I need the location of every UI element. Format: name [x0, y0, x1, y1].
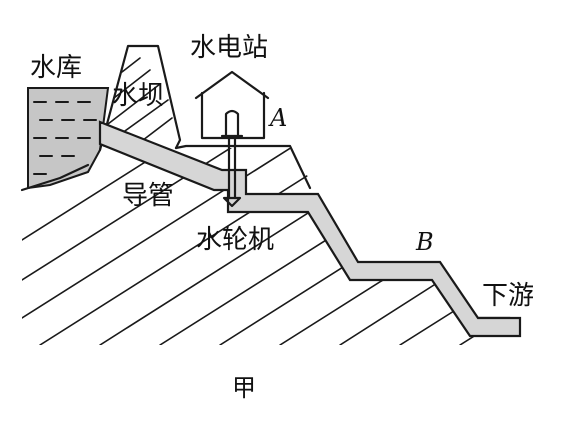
- downstream-label: 下游: [482, 281, 534, 311]
- pipe-label: 导管: [122, 181, 174, 211]
- point-a-label: A: [268, 104, 287, 132]
- power-station-house: [194, 70, 270, 140]
- figure-caption: 甲: [232, 374, 256, 402]
- power-station-label: 水电站: [190, 33, 268, 63]
- dam-label: 水坝: [112, 81, 164, 111]
- turbine-label: 水轮机: [196, 225, 274, 255]
- turbine-shaft: [222, 134, 242, 208]
- point-b-label: B: [415, 228, 434, 256]
- reservoir: [27, 87, 110, 190]
- reservoir-label: 水库: [30, 53, 82, 83]
- water-surface-dashes: [33, 101, 97, 175]
